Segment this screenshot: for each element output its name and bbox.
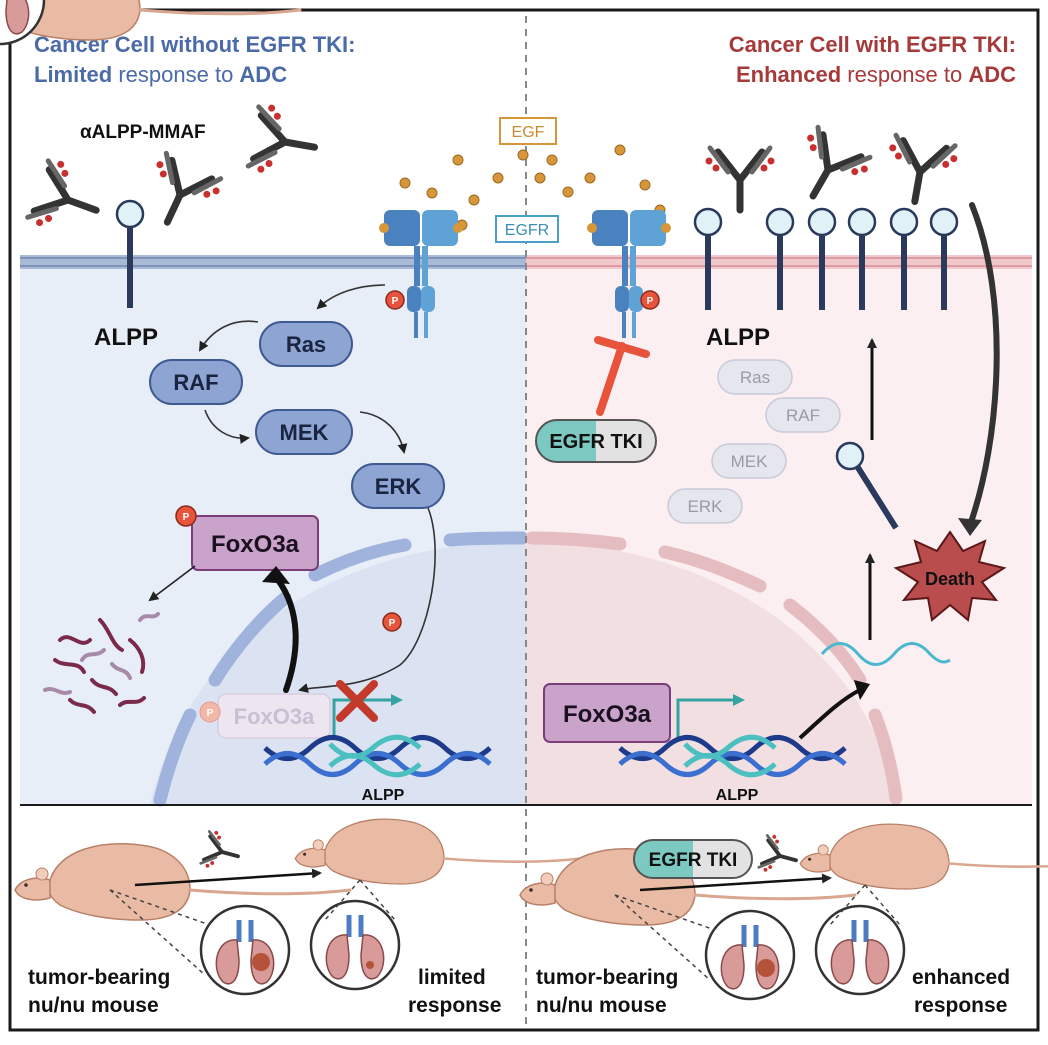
- raf-node: [765, 397, 841, 433]
- phospho-icon: [382, 612, 402, 632]
- left-title-line2: Limited response to ADC: [34, 62, 287, 87]
- egf-label: EGF: [512, 124, 545, 141]
- svg-text:ERK: ERK: [688, 497, 724, 516]
- tumor-icon: [366, 961, 374, 969]
- arrow: [198, 320, 259, 352]
- phospho-icon: [640, 290, 660, 310]
- foxo3a-phospho-box: [191, 515, 319, 571]
- lung-inset-icon: [816, 906, 904, 994]
- mek-node: [255, 409, 353, 455]
- svg-text:RAF: RAF: [786, 406, 820, 425]
- svg-text:P: P: [647, 296, 654, 307]
- svg-text:FoxO3a: FoxO3a: [211, 531, 300, 558]
- right-alpp-receptors: [693, 207, 959, 310]
- arrow: [359, 411, 408, 454]
- inhibition-bar: [596, 342, 626, 416]
- svg-text:P: P: [392, 296, 399, 307]
- treatment-arrow: [134, 868, 322, 887]
- response-label: limited: [418, 966, 486, 989]
- lung-inset-icon: [0, 0, 46, 46]
- raf-node: [149, 359, 243, 405]
- svg-text:EGFR TKI: EGFR TKI: [649, 850, 738, 871]
- right-nuclear-envelope: [525, 531, 627, 551]
- block-x-icon: [336, 680, 378, 722]
- phospho-icon: [175, 505, 197, 527]
- left-dna-label: ALPP: [362, 787, 405, 804]
- phospho-icon: [199, 701, 221, 723]
- ras-node: [259, 321, 353, 367]
- egf-label-box: [499, 117, 557, 145]
- right-dna-label: ALPP: [716, 787, 759, 804]
- transcription-start-arrow: [332, 694, 403, 740]
- left-pathway: Ras RAF MEK ERK: [149, 321, 445, 509]
- arrow: [204, 409, 250, 444]
- egfr-tki-pill: [633, 839, 753, 879]
- svg-text:MEK: MEK: [280, 420, 329, 445]
- tumor-icon: [757, 959, 775, 977]
- erk-node: [351, 463, 445, 509]
- mrna-icon: [820, 642, 951, 666]
- svg-text:ERK: ERK: [375, 474, 422, 499]
- left-alpp-label: ALPP: [94, 324, 158, 351]
- lung-inset-icon: [201, 906, 289, 994]
- right-pathway-inactive: Ras RAF MEK ERK: [667, 359, 841, 524]
- right-egfr-dimer: [587, 210, 671, 338]
- svg-text:RAF: RAF: [173, 370, 218, 395]
- egfr-label: EGFR: [505, 222, 549, 239]
- mouse-label: tumor-bearing: [28, 966, 170, 989]
- erk-node: [667, 488, 743, 524]
- free-alpp-receptor: [854, 464, 899, 530]
- response-label: response: [914, 994, 1007, 1017]
- egfr-tki-pill: [535, 419, 657, 463]
- export-arrow: [275, 577, 299, 693]
- dna-helix-icon: [263, 734, 492, 778]
- ras-node: [717, 359, 793, 395]
- transcription-arrow: [798, 688, 861, 740]
- svg-text:P: P: [183, 512, 190, 523]
- adc-label: αALPP-MMAF: [80, 122, 206, 143]
- mek-node: [711, 443, 787, 479]
- arrow: [298, 507, 436, 693]
- degraded-protein-fragments: [53, 618, 146, 714]
- right-title-line1: Cancer Cell with EGFR TKI:: [729, 32, 1016, 57]
- internalization-arrow: [967, 202, 1000, 528]
- right-title-line2: Enhanced response to ADC: [736, 62, 1016, 87]
- alpp-receptor-head: [115, 199, 145, 229]
- svg-text:Ras: Ras: [740, 368, 770, 387]
- svg-text:FoxO3a: FoxO3a: [563, 701, 652, 728]
- foxo3a-box: [543, 683, 671, 743]
- egfr-label-box: [495, 215, 559, 243]
- transcription-start-arrow: [676, 694, 745, 740]
- phospho-icon: [385, 290, 405, 310]
- svg-text:Ras: Ras: [286, 332, 326, 357]
- left-egfr-dimer: [379, 210, 463, 338]
- tumor-icon: [252, 953, 270, 971]
- left-nuclear-envelope: [153, 708, 197, 807]
- arrow: [316, 284, 386, 310]
- death-label: Death: [925, 569, 975, 589]
- svg-text:P: P: [389, 618, 396, 629]
- lung-inset-icon: [311, 901, 399, 989]
- right-alpp-label: ALPP: [706, 324, 770, 351]
- svg-text:FoxO3a: FoxO3a: [234, 704, 315, 729]
- response-label: enhanced: [912, 966, 1010, 989]
- svg-text:P: P: [207, 708, 214, 719]
- treatment-arrow: [639, 873, 832, 892]
- svg-text:MEK: MEK: [731, 452, 769, 471]
- response-label: response: [408, 994, 501, 1017]
- svg-text:EGFR TKI: EGFR TKI: [549, 431, 642, 453]
- mouse-label: tumor-bearing: [536, 966, 678, 989]
- degradation-arrow: [148, 565, 196, 602]
- lung-inset-icon: [706, 911, 794, 999]
- mouse-label: nu/nu mouse: [536, 994, 667, 1017]
- mouse-label: nu/nu mouse: [28, 994, 159, 1017]
- death-burst-icon: [893, 530, 1007, 622]
